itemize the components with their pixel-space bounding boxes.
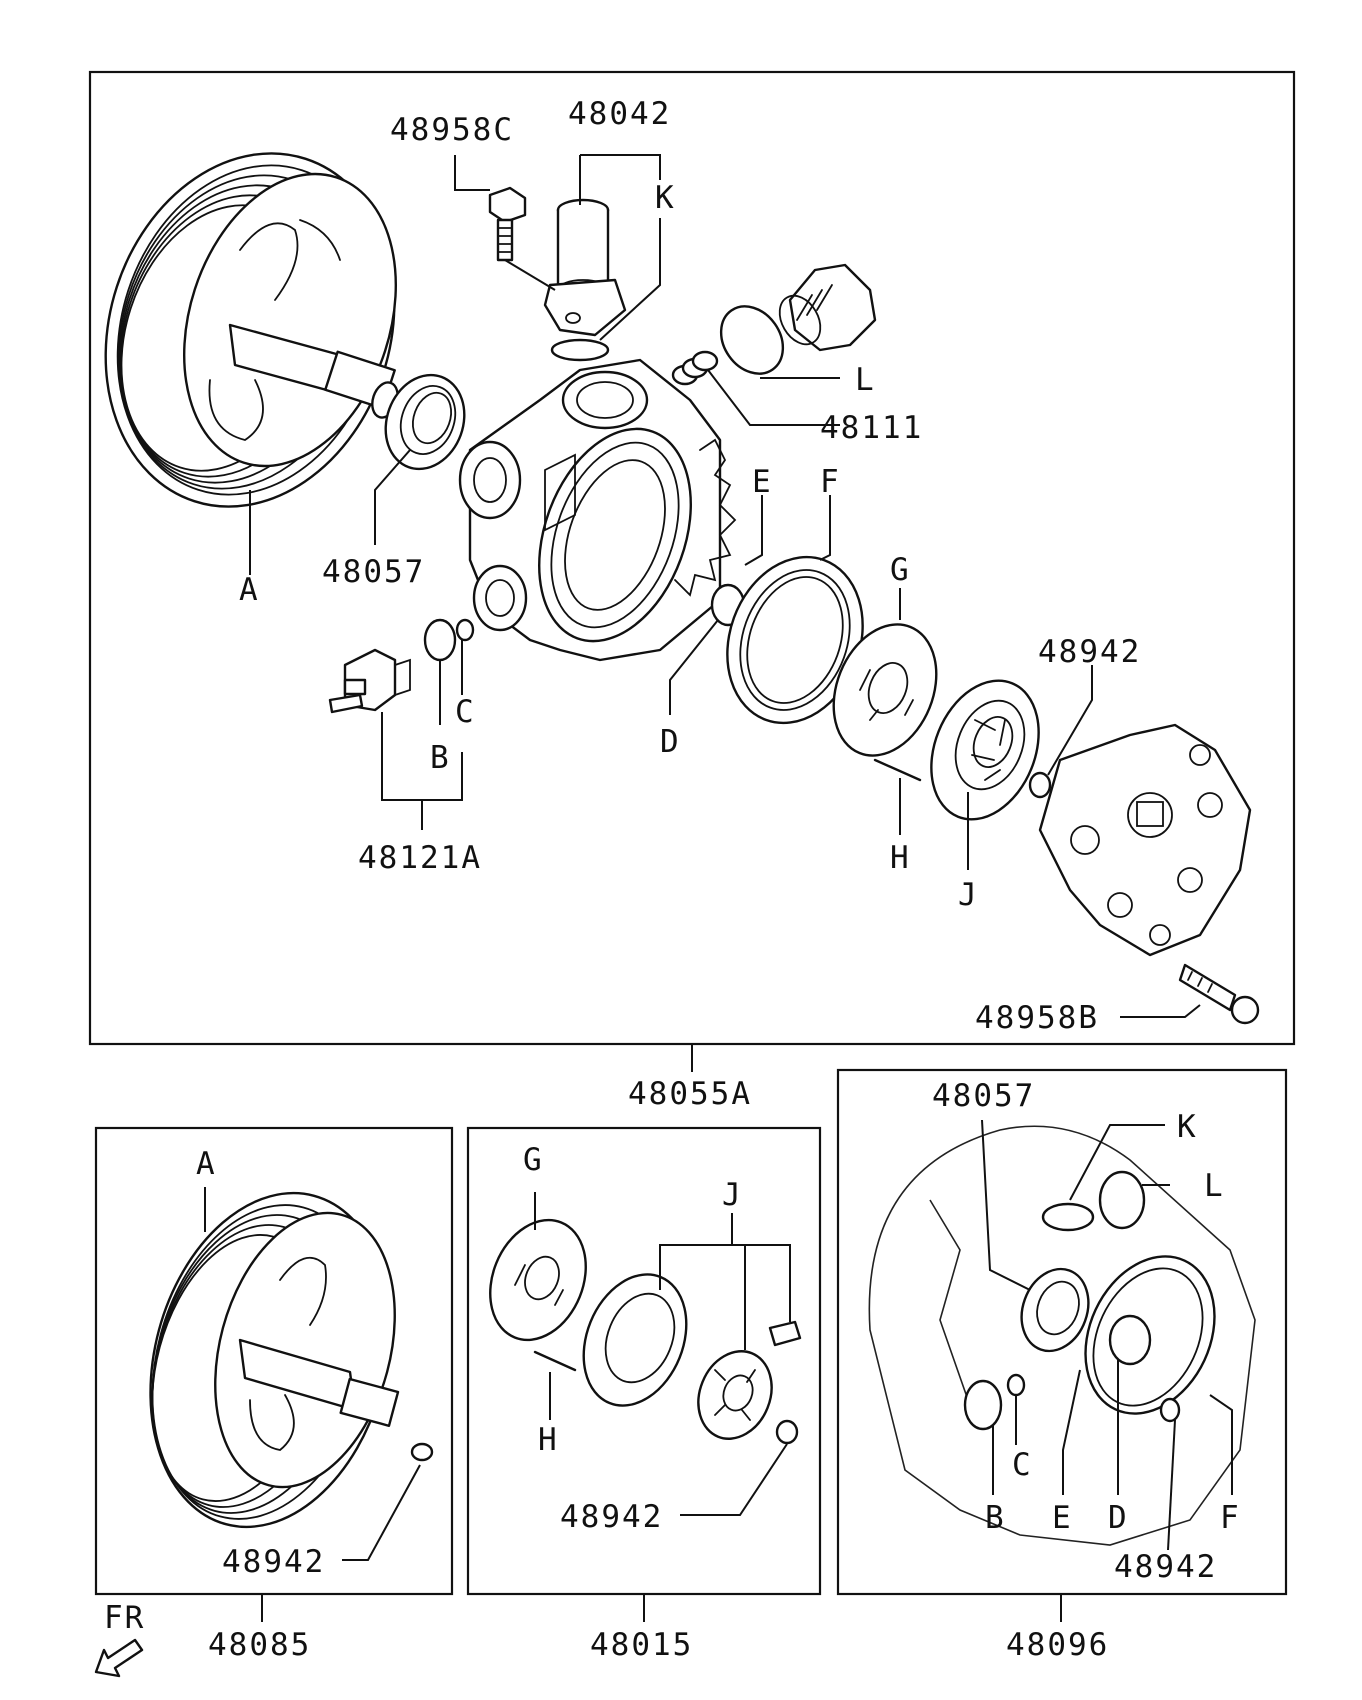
label-g-main: G [890, 552, 911, 588]
pulley-kit[interactable] [115, 1166, 425, 1554]
bolt-48958c[interactable] [488, 186, 527, 262]
label-48057-kit: 48057 [932, 1078, 1035, 1114]
silhouette-edge [929, 1199, 976, 1421]
label-k-kit: K [1177, 1109, 1198, 1145]
pulley-main[interactable] [61, 116, 439, 545]
connector-plug[interactable] [771, 263, 877, 352]
spring-48111[interactable] [671, 350, 719, 386]
snap-ring-kit-48085[interactable] [410, 1442, 434, 1462]
label-d-kit: D [1108, 1500, 1129, 1536]
label-48015: 48015 [590, 1627, 693, 1663]
label-a-main: A [239, 572, 260, 608]
kit-48096-panel: 48057 K L B C E D F 48942 48096 [836, 1068, 1288, 1663]
o-ring-l[interactable] [708, 294, 795, 385]
label-48121a: 48121A [358, 840, 482, 876]
main-assembly-panel: 48958C 48042 K L 48111 A 48057 E F G 489… [61, 70, 1296, 1112]
leader-48942-kit1 [342, 1464, 421, 1561]
side-plate-g-kit[interactable] [473, 1206, 603, 1355]
cam-ring-kit[interactable] [565, 1259, 705, 1421]
label-f-kit: F [1220, 1500, 1241, 1536]
label-e-main: E [752, 464, 773, 500]
kit-48015-panel: G J H 48942 48015 [466, 1126, 822, 1663]
pump-body[interactable] [458, 358, 737, 662]
suction-pipe-48042[interactable] [543, 198, 627, 362]
label-k-main: K [655, 180, 676, 216]
rear-cover[interactable] [1038, 723, 1252, 957]
leader-j-kit2 [732, 1244, 746, 1350]
flow-control-valve[interactable] [328, 648, 411, 714]
label-j-kit: J [722, 1177, 743, 1213]
oil-seal-kit[interactable] [1011, 1260, 1100, 1361]
o-ring-c[interactable] [455, 618, 475, 642]
label-c-kit: C [1012, 1447, 1033, 1483]
o-ring-d-kit[interactable] [1108, 1314, 1152, 1366]
label-48942-main: 48942 [1038, 634, 1141, 670]
fr-arrow-icon [94, 1638, 144, 1678]
pin-h-kit[interactable] [533, 1350, 577, 1372]
bolt-48958b[interactable] [1178, 963, 1260, 1025]
label-h-kit: H [538, 1422, 559, 1458]
label-48958c: 48958C [390, 112, 514, 148]
washer-b-kit[interactable] [963, 1379, 1003, 1431]
pump-silhouette [868, 1125, 1256, 1546]
label-48111: 48111 [820, 410, 923, 446]
snap-ring-48942[interactable] [1028, 771, 1052, 799]
label-fr: FR [104, 1600, 145, 1636]
vane-kit[interactable] [768, 1320, 802, 1347]
snap-ring-kit-48096[interactable] [1159, 1397, 1181, 1423]
o-ring-l-kit[interactable] [1098, 1170, 1146, 1230]
leader-j-kit3 [745, 1244, 791, 1322]
label-48085: 48085 [208, 1627, 311, 1663]
snap-ring-kit-48015[interactable] [775, 1419, 799, 1445]
leader-f-kit [1209, 1394, 1233, 1495]
front-direction-indicator: FR [94, 1600, 145, 1678]
o-ring-c-kit[interactable] [1006, 1373, 1026, 1397]
label-f-main: F [820, 464, 841, 500]
label-h-main: H [890, 840, 911, 876]
leader-e-kit [1062, 1369, 1081, 1495]
cam-ring-j[interactable] [912, 665, 1059, 836]
label-l-kit: L [1204, 1168, 1225, 1204]
leader-48942-kit2 [680, 1443, 788, 1516]
main-leaders [249, 154, 1201, 1072]
leader-48942-kit3 [1167, 1419, 1176, 1551]
oil-seal-48057[interactable] [373, 364, 477, 480]
label-e-kit: E [1052, 1500, 1073, 1536]
label-b-kit: B [985, 1500, 1006, 1536]
label-48042: 48042 [568, 96, 671, 132]
label-48055a: 48055A [628, 1076, 752, 1112]
label-l-main: L [855, 362, 876, 398]
label-48942-kit1: 48942 [222, 1544, 325, 1580]
label-b-main: B [430, 740, 451, 776]
label-48942-kit2: 48942 [560, 1499, 663, 1535]
label-j-main: J [958, 877, 979, 913]
kit-48085-panel: A 48942 48085 [94, 1126, 454, 1663]
label-c-main: C [455, 694, 476, 730]
o-ring-k-kit[interactable] [1041, 1202, 1095, 1232]
side-plate-g[interactable] [815, 609, 955, 771]
label-48057-main: 48057 [322, 554, 425, 590]
leader-48057-kit [981, 1119, 1031, 1291]
label-48096: 48096 [1006, 1627, 1109, 1663]
kit-48085-frame [94, 1126, 454, 1596]
rotor-kit[interactable] [686, 1340, 785, 1450]
leader-k-kit [1069, 1124, 1165, 1201]
pin-h[interactable] [873, 758, 922, 782]
label-g-kit: G [523, 1142, 544, 1178]
label-48942-kit3: 48942 [1114, 1549, 1217, 1585]
washer-b[interactable] [423, 618, 457, 662]
leader-j-kit [659, 1213, 733, 1290]
label-48958b: 48958B [975, 1000, 1099, 1036]
label-a-kit: A [196, 1146, 217, 1182]
label-d-main: D [660, 724, 681, 760]
